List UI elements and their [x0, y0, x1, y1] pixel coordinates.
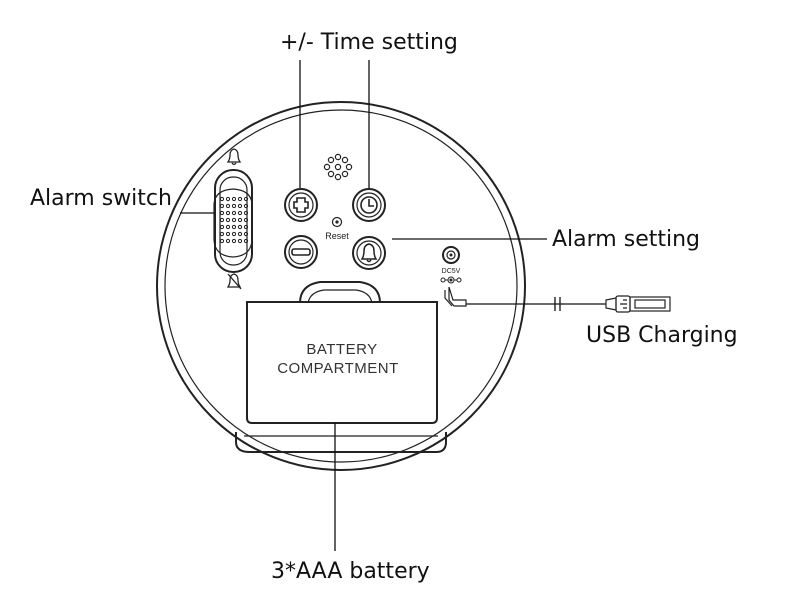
- alarm-switch-label: Alarm switch: [30, 186, 172, 211]
- clock-inner-ring: [164, 109, 518, 463]
- clock-stand: [235, 432, 447, 453]
- alarm-setting-button[interactable]: [352, 236, 386, 270]
- reset-button[interactable]: [331, 216, 343, 228]
- clock-outer-ring: [156, 101, 526, 471]
- bell-icon: [360, 243, 378, 263]
- usb-plug-icon: [605, 295, 671, 313]
- alarm-on-bell-icon: [226, 148, 242, 166]
- clock-body: [156, 101, 526, 471]
- plus-icon: [293, 197, 309, 213]
- clock-icon: [360, 196, 378, 214]
- alarm-switch-grip: [219, 196, 249, 244]
- muted-bell-icon: [226, 273, 242, 290]
- alarm-switch-knob: [213, 188, 253, 258]
- reset-label: Reset: [325, 231, 349, 241]
- speaker-grille-icon: [323, 153, 353, 181]
- usb-charging-label: USB Charging: [586, 323, 738, 348]
- time-setting-label: +/- Time setting: [280, 30, 458, 55]
- battery-label-line2: COMPARTMENT: [277, 360, 399, 377]
- dc-polarity-icon: [440, 276, 462, 284]
- battery-compartment: [246, 281, 438, 424]
- dc-jack-icon[interactable]: [442, 246, 460, 264]
- battery-handle: [299, 281, 381, 304]
- battery-type-label: 3*AAA battery: [271, 559, 430, 584]
- minus-icon: [291, 248, 311, 256]
- alarm-setting-label: Alarm setting: [552, 227, 700, 252]
- dc-input-label: DC5V: [442, 268, 461, 275]
- plus-button[interactable]: [284, 188, 318, 222]
- time-setting-button[interactable]: [352, 188, 386, 222]
- battery-label-line1: BATTERY: [306, 341, 377, 358]
- minus-button[interactable]: [284, 235, 318, 269]
- alarm-switch[interactable]: [213, 169, 253, 273]
- cable-break-icon: [554, 297, 561, 311]
- dc-plug: [444, 286, 606, 307]
- leader-lines: [180, 60, 547, 551]
